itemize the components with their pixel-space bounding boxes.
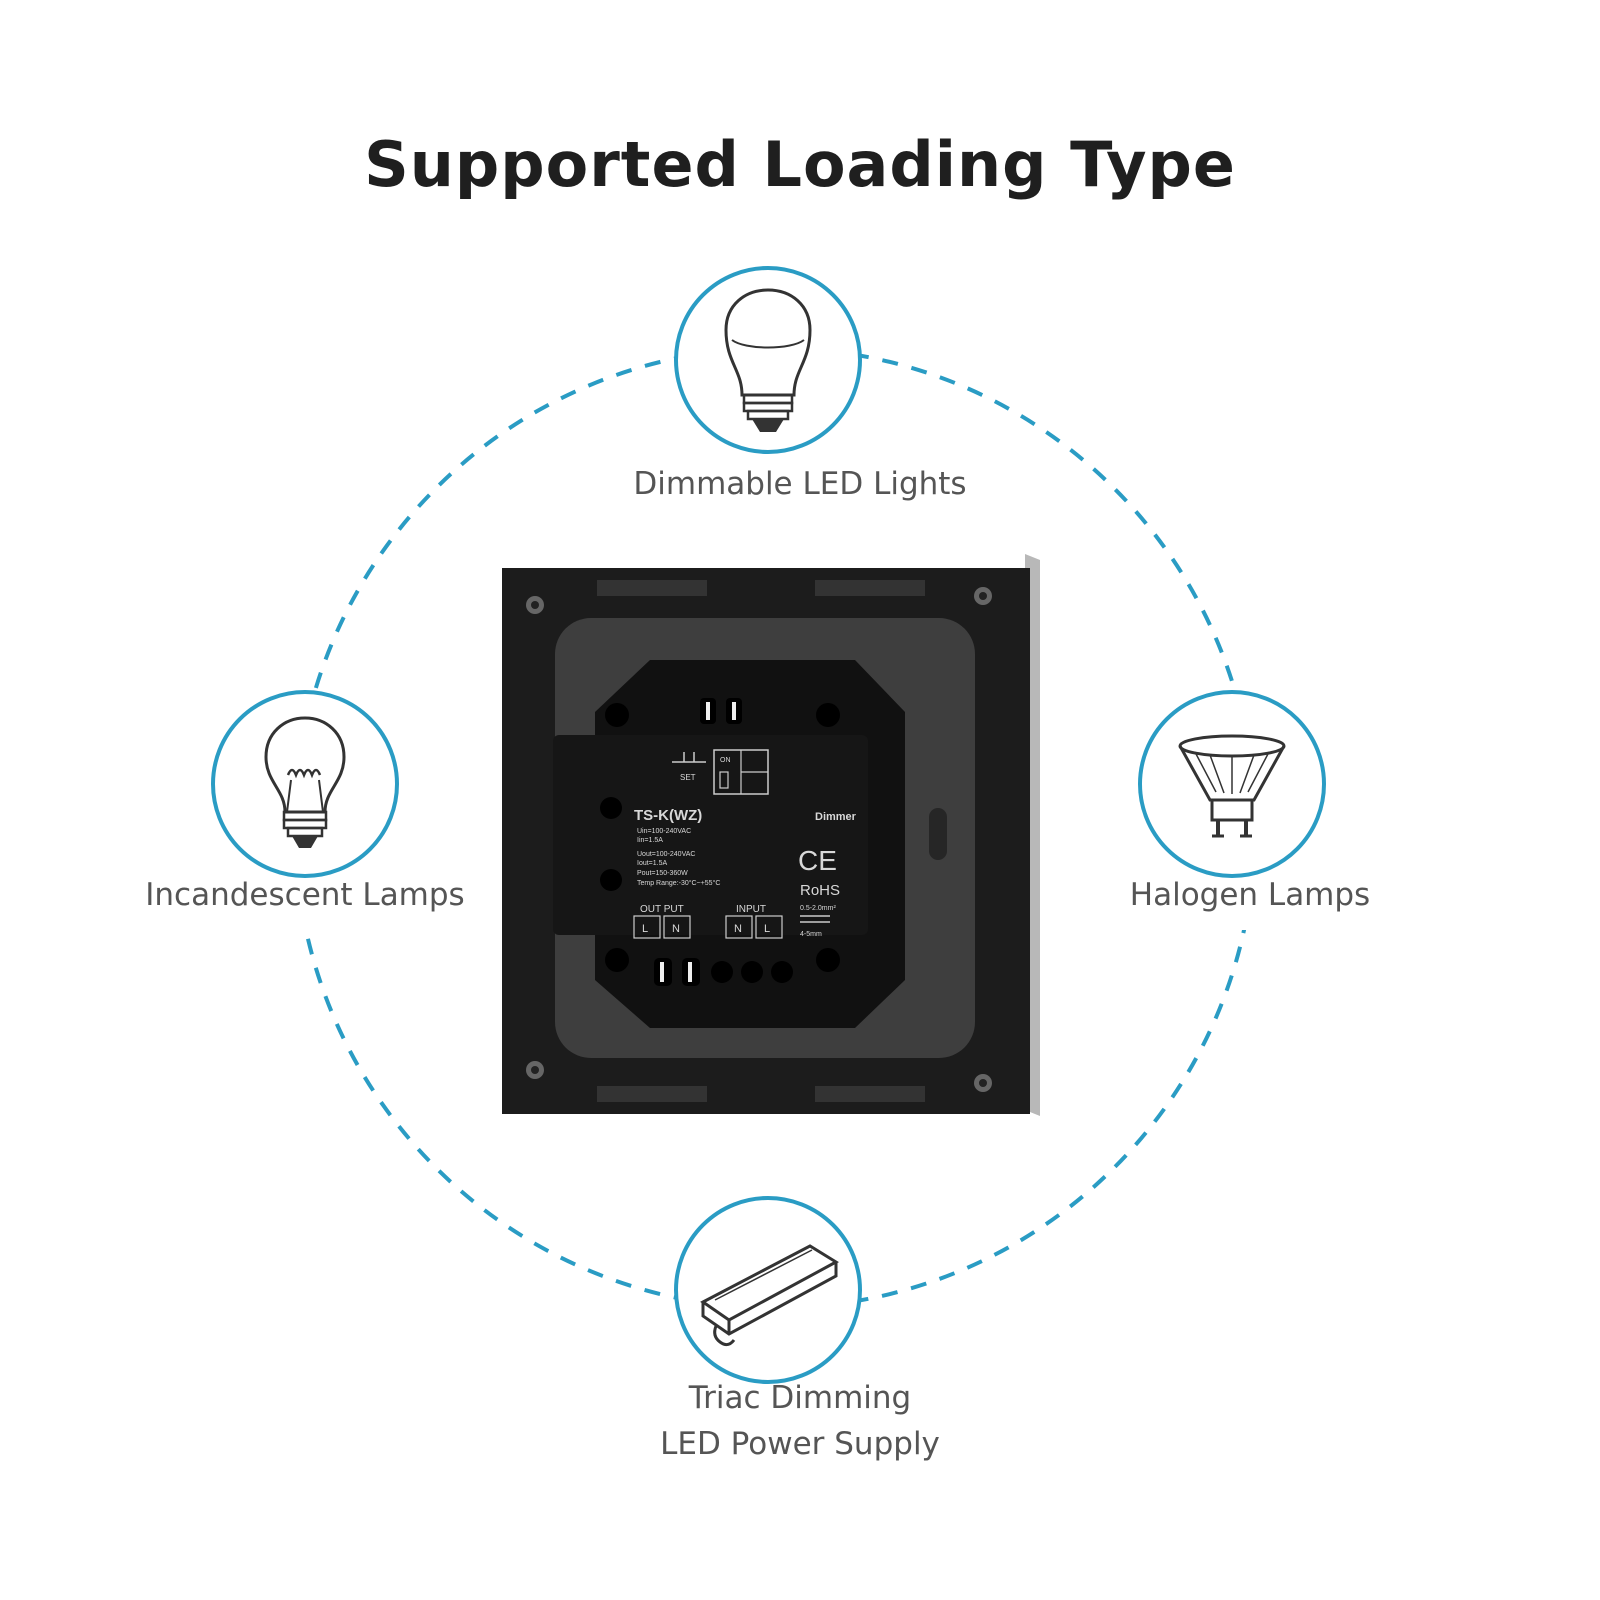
terminal-out-l: L [642,923,648,935]
ce-mark: CE [798,845,837,876]
spec-line: Uout=100-240VAC [637,851,695,858]
load-label-triac-supply: Triac Dimming LED Power Supply [450,1375,1150,1467]
load-label-halogen: Halogen Lamps [1129,877,1371,913]
spec-line: Pout=150-360W [637,870,688,877]
load-label-line: Triac Dimming [688,1380,912,1416]
input-label: INPUT [736,904,766,915]
load-label-line: LED Power Supply [660,1426,940,1462]
dimmer-device: ON SET TS-K(WZ) Dimmer Uin=100-240VAC Ii… [502,554,1040,1116]
spec-line: Iin=1.5A [637,837,663,844]
halogen-spotlight-icon [1138,690,1326,878]
model-label: TS-K(WZ) [634,807,702,824]
power-supply-icon [674,1196,862,1384]
output-label: OUT PUT [640,904,684,915]
load-label-dimmable-led: Dimmable LED Lights [633,466,967,502]
terminal-out-n: N [672,923,680,935]
incandescent-bulb-icon [211,690,399,878]
dip-switch-label: ON [720,757,731,764]
device-type-label: Dimmer [815,811,857,823]
set-label: SET [680,773,696,782]
terminal-in-l: L [764,923,770,935]
spec-line: Iout=1.5A [637,860,667,867]
spec-line: Uin=100-240VAC [637,828,691,835]
rohs-mark: RoHS [800,882,840,899]
strip-length-label: 4-5mm [800,931,822,938]
page-title: Supported Loading Type [364,128,1236,201]
wire-gauge-label: 0.5-2.0mm² [800,905,836,912]
led-bulb-icon [674,266,862,454]
load-label-incandescent: Incandescent Lamps [145,877,465,913]
spec-line: Temp Range:-30°C~+55°C [637,879,720,887]
terminal-in-n: N [734,923,742,935]
